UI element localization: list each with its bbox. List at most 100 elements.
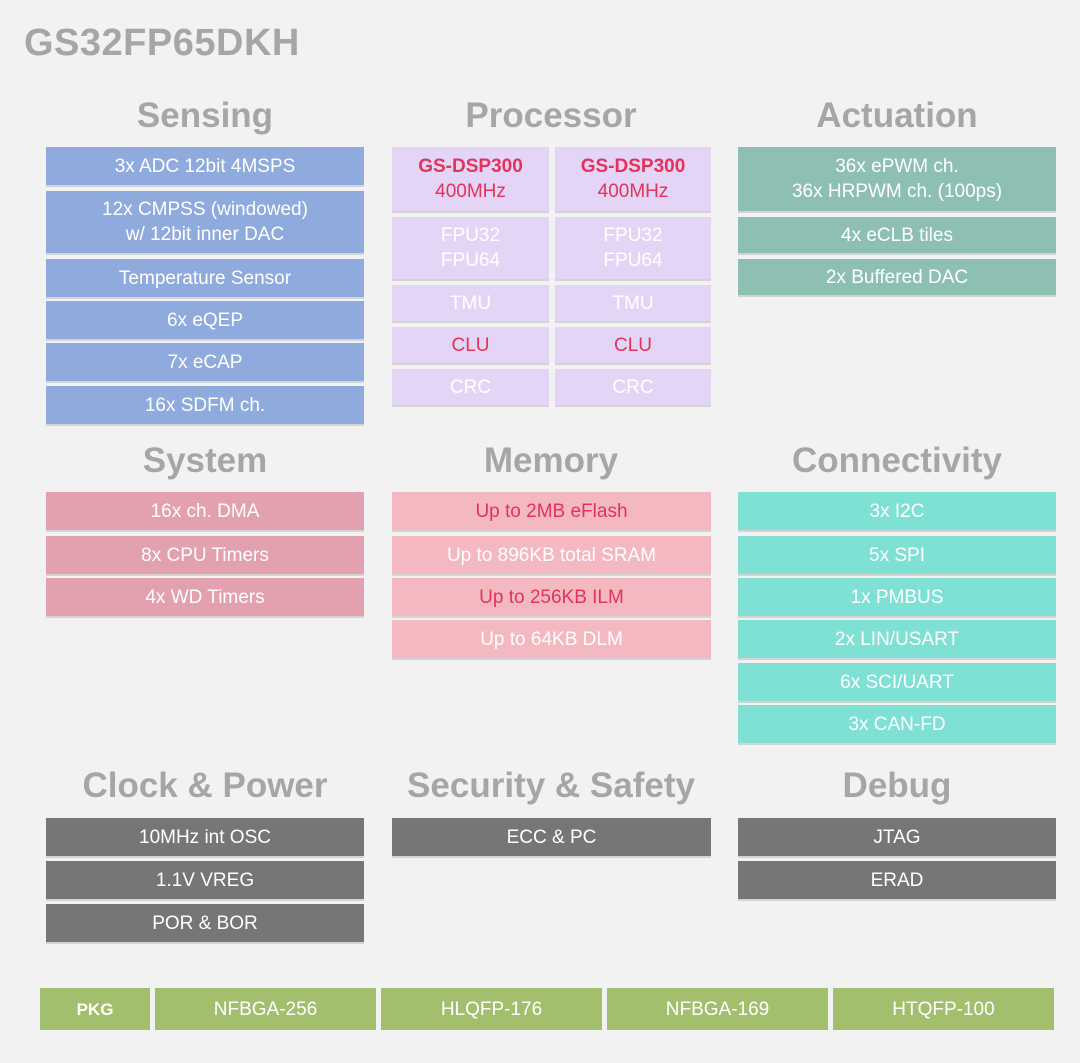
core-1-tmu-label: TMU	[612, 292, 654, 314]
debug-item-erad: ERAD	[738, 861, 1056, 899]
core-1-name: GS-DSP300	[580, 156, 686, 177]
core-1-clu: CLU	[555, 327, 711, 363]
sensing-item-sdfm-label: 16x SDFM ch.	[144, 394, 266, 416]
clock-power-item-osc: 10MHz int OSC	[46, 818, 364, 856]
sensing-item-adc: 3x ADC 12bit 4MSPS	[46, 147, 364, 185]
core-1-crc: CRC	[555, 369, 711, 405]
page-title: GS32FP65DKH	[24, 22, 300, 64]
core-1-tmu: TMU	[555, 285, 711, 321]
pkg-item-htqfp-100: HTQFP-100	[833, 988, 1054, 1030]
core-1-fpu64: FPU64	[603, 250, 663, 271]
core-0-cpu: GS-DSP300 400MHz	[392, 147, 549, 211]
memory-item-ilm-label: Up to 256KB ILM	[479, 586, 624, 608]
connectivity-item-sci-label: 6x SCI/UART	[840, 671, 954, 693]
pkg-label-text: PKG	[76, 999, 114, 1019]
system-item-dma: 16x ch. DMA	[46, 492, 364, 530]
core-1-cpu: GS-DSP300 400MHz	[555, 147, 711, 211]
sensing-item-cmpss-line2: w/ 12bit inner DAC	[125, 224, 285, 245]
debug-heading: Debug	[842, 766, 952, 805]
sensing-item-eqep: 6x eQEP	[46, 301, 364, 339]
core-1-fpu32: FPU32	[603, 225, 663, 246]
core-0-crc: CRC	[392, 369, 549, 405]
clock-power-item-vreg: 1.1V VREG	[46, 861, 364, 899]
core-1-crc-label: CRC	[612, 376, 654, 398]
connectivity-item-can: 3x CAN-FD	[738, 705, 1056, 743]
core-1-fpu: FPU32 FPU64	[555, 217, 711, 279]
actuation-heading: Actuation	[816, 96, 978, 135]
core-0-name: GS-DSP300	[418, 156, 523, 177]
sensing-item-ecap-label: 7x eCAP	[167, 351, 243, 373]
system-item-cpu-timers: 8x CPU Timers	[46, 536, 364, 574]
security-item-ecc-label: ECC & PC	[506, 826, 597, 848]
memory-heading: Memory	[483, 441, 619, 480]
sensing-item-sdfm: 16x SDFM ch.	[46, 386, 364, 424]
pkg-item-nfbga-169: NFBGA-169	[607, 988, 828, 1030]
pkg-item-hlqfp-176-label: HLQFP-176	[440, 998, 543, 1020]
connectivity-heading: Connectivity	[791, 441, 1003, 480]
debug-item-jtag: JTAG	[738, 818, 1056, 856]
clock-power-item-vreg-label: 1.1V VREG	[155, 869, 255, 891]
system-item-wd-timers-label: 4x WD Timers	[145, 586, 265, 608]
core-0-freq: 400MHz	[435, 181, 506, 202]
sensing-heading: Sensing	[136, 96, 274, 135]
connectivity-item-pmbus-label: 1x PMBUS	[850, 586, 944, 608]
debug-item-erad-label: ERAD	[870, 869, 924, 891]
core-0-fpu64: FPU64	[440, 250, 501, 271]
connectivity-item-pmbus: 1x PMBUS	[738, 578, 1056, 616]
connectivity-item-spi: 5x SPI	[738, 536, 1056, 574]
memory-item-dlm-label: Up to 64KB DLM	[480, 628, 623, 650]
memory-item-sram-label: Up to 896KB total SRAM	[446, 544, 657, 566]
core-0-clu: CLU	[392, 327, 549, 363]
memory-item-dlm: Up to 64KB DLM	[392, 620, 711, 658]
connectivity-item-i2c: 3x I2C	[738, 492, 1056, 530]
sensing-item-temp-label: Temperature Sensor	[118, 267, 292, 289]
clock-power-heading: Clock & Power	[82, 766, 328, 805]
core-1-freq: 400MHz	[597, 181, 669, 202]
system-item-wd-timers: 4x WD Timers	[46, 578, 364, 616]
core-0-fpu32: FPU32	[440, 225, 501, 246]
actuation-item-epwm-line2: 36x HRPWM ch. (100ps)	[791, 181, 1003, 202]
core-1-clu-label: CLU	[613, 334, 652, 356]
pkg-item-hlqfp-176: HLQFP-176	[381, 988, 602, 1030]
security-heading: Security & Safety	[407, 766, 695, 805]
sensing-item-temp: Temperature Sensor	[46, 259, 364, 297]
connectivity-item-sci: 6x SCI/UART	[738, 663, 1056, 701]
actuation-item-eclb: 4x eCLB tiles	[738, 217, 1056, 253]
sensing-item-cmpss-line1: 12x CMPSS (windowed)	[102, 199, 308, 220]
connectivity-item-lin: 2x LIN/USART	[738, 620, 1056, 658]
clock-power-item-por-label: POR & BOR	[152, 912, 258, 934]
memory-item-eflash: Up to 2MB eFlash	[392, 492, 711, 530]
debug-item-jtag-label: JTAG	[873, 826, 921, 848]
memory-item-ilm: Up to 256KB ILM	[392, 578, 711, 616]
actuation-item-epwm: 36x ePWM ch. 36x HRPWM ch. (100ps)	[738, 147, 1056, 211]
memory-item-eflash-label: Up to 2MB eFlash	[475, 500, 628, 522]
sensing-item-cmpss: 12x CMPSS (windowed) w/ 12bit inner DAC	[46, 191, 364, 253]
actuation-item-eclb-label: 4x eCLB tiles	[841, 224, 953, 246]
connectivity-item-i2c-label: 3x I2C	[869, 500, 925, 522]
core-0-tmu-label: TMU	[449, 292, 492, 314]
system-heading: System	[142, 441, 268, 480]
sensing-item-ecap: 7x eCAP	[46, 343, 364, 381]
system-item-dma-label: 16x ch. DMA	[150, 500, 260, 522]
pkg-item-nfbga-256-label: NFBGA-256	[213, 998, 318, 1020]
system-item-cpu-timers-label: 8x CPU Timers	[141, 544, 269, 566]
security-item-ecc: ECC & PC	[392, 818, 711, 856]
pkg-item-nfbga-256: NFBGA-256	[155, 988, 376, 1030]
pkg-item-nfbga-169-label: NFBGA-169	[665, 998, 770, 1020]
clock-power-item-osc-label: 10MHz int OSC	[139, 826, 271, 848]
actuation-item-dac: 2x Buffered DAC	[738, 259, 1056, 295]
core-0-tmu: TMU	[392, 285, 549, 321]
memory-item-sram: Up to 896KB total SRAM	[392, 536, 711, 574]
sensing-item-eqep-label: 6x eQEP	[166, 309, 244, 331]
core-0-clu-label: CLU	[451, 334, 490, 356]
connectivity-item-lin-label: 2x LIN/USART	[834, 628, 960, 650]
pkg-item-htqfp-100-label: HTQFP-100	[892, 998, 995, 1020]
actuation-item-epwm-line1: 36x ePWM ch.	[835, 156, 959, 177]
pkg-label: PKG	[40, 988, 150, 1030]
core-0-fpu: FPU32 FPU64	[392, 217, 549, 279]
processor-heading: Processor	[465, 96, 637, 135]
connectivity-item-can-label: 3x CAN-FD	[848, 713, 946, 735]
actuation-item-dac-label: 2x Buffered DAC	[825, 266, 969, 288]
clock-power-item-por: POR & BOR	[46, 904, 364, 942]
connectivity-item-spi-label: 5x SPI	[869, 544, 925, 566]
